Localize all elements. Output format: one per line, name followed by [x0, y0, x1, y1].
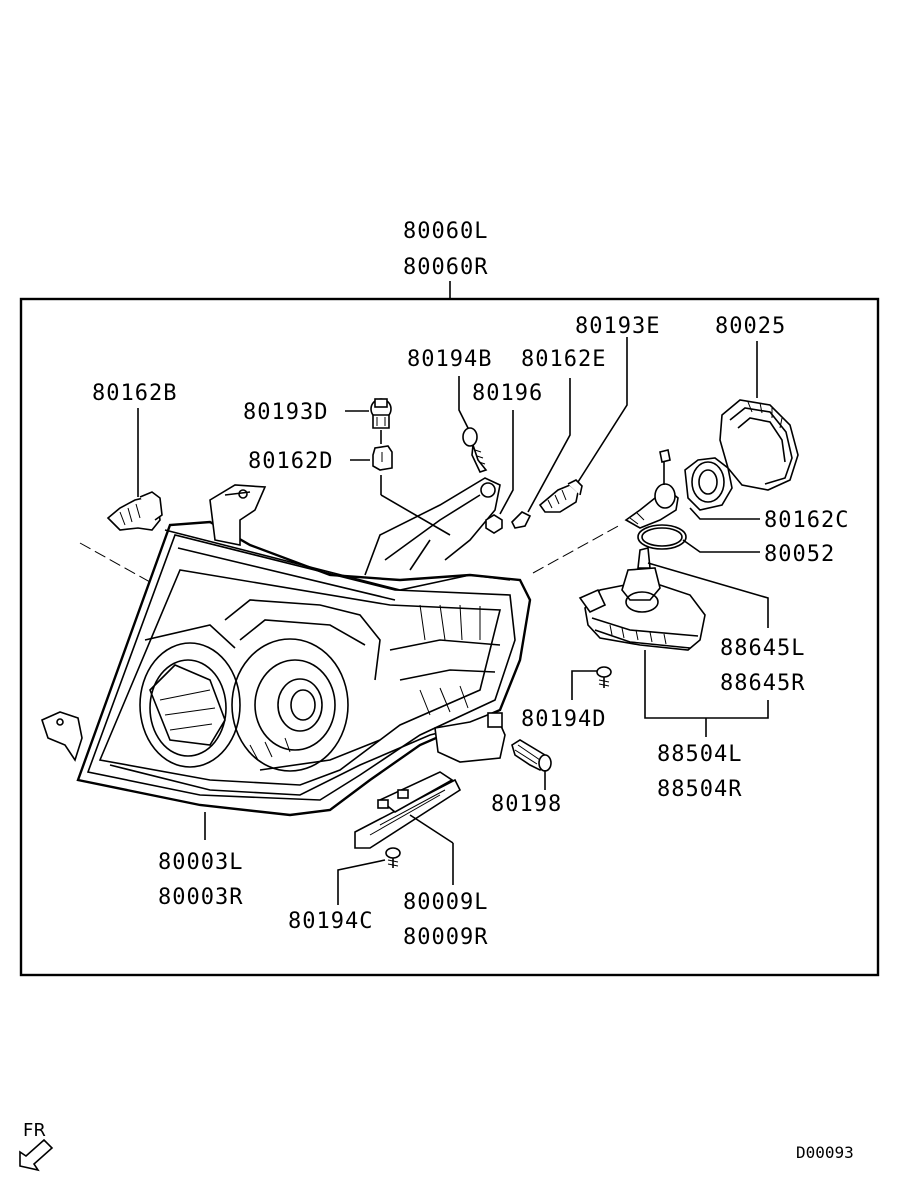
label-80193E: 80193E: [575, 314, 660, 339]
screw-80194B: [462, 427, 488, 473]
diagram-code: D00093: [796, 1143, 854, 1162]
label-80193D: 80193D: [243, 400, 328, 425]
label-80162C: 80162C: [764, 508, 849, 533]
label-88645R: 88645R: [720, 671, 805, 696]
bulb-80162D: [372, 445, 393, 471]
screw-80194C: [385, 847, 401, 868]
hid-ballast-88504: [578, 546, 706, 651]
bulb-80162E: [511, 511, 532, 529]
socket-80193D: [370, 398, 392, 429]
bolt-80198: [511, 739, 552, 772]
label-88504R: 88504R: [657, 777, 742, 802]
label-80060L: 80060L: [403, 219, 488, 244]
label-80009R: 80009R: [403, 925, 488, 950]
label-80025: 80025: [715, 314, 786, 339]
nut-80196: [485, 514, 503, 534]
front-arrow-icon: [19, 1138, 54, 1172]
label-80162D: 80162D: [248, 449, 333, 474]
socket-80193E: [538, 479, 583, 513]
label-80162E: 80162E: [521, 347, 606, 372]
label-80003R: 80003R: [158, 885, 243, 910]
bulb-80162B: [106, 491, 163, 531]
label-80194D: 80194D: [521, 707, 606, 732]
label-80196: 80196: [472, 381, 543, 406]
bottom-mounting-bracket: [354, 771, 462, 849]
headlamp-housing: [41, 477, 532, 817]
label-88504L: 88504L: [657, 742, 742, 767]
screw-80194D: [596, 666, 612, 688]
label-80162B: 80162B: [92, 381, 177, 406]
dust-cover-80025: [719, 399, 799, 491]
front-direction-indicator: FR: [19, 1120, 54, 1172]
hid-bulb-80162C: [624, 449, 733, 529]
label-80194B: 80194B: [407, 347, 492, 372]
label-88645L: 88645L: [720, 636, 805, 661]
fr-label: FR: [23, 1120, 46, 1141]
label-80060R: 80060R: [403, 255, 488, 280]
seal-ring-80052: [637, 524, 687, 550]
label-80003L: 80003L: [158, 850, 243, 875]
label-80009L: 80009L: [403, 890, 488, 915]
label-80198: 80198: [491, 792, 562, 817]
label-80052: 80052: [764, 542, 835, 567]
label-80194C: 80194C: [288, 909, 373, 934]
